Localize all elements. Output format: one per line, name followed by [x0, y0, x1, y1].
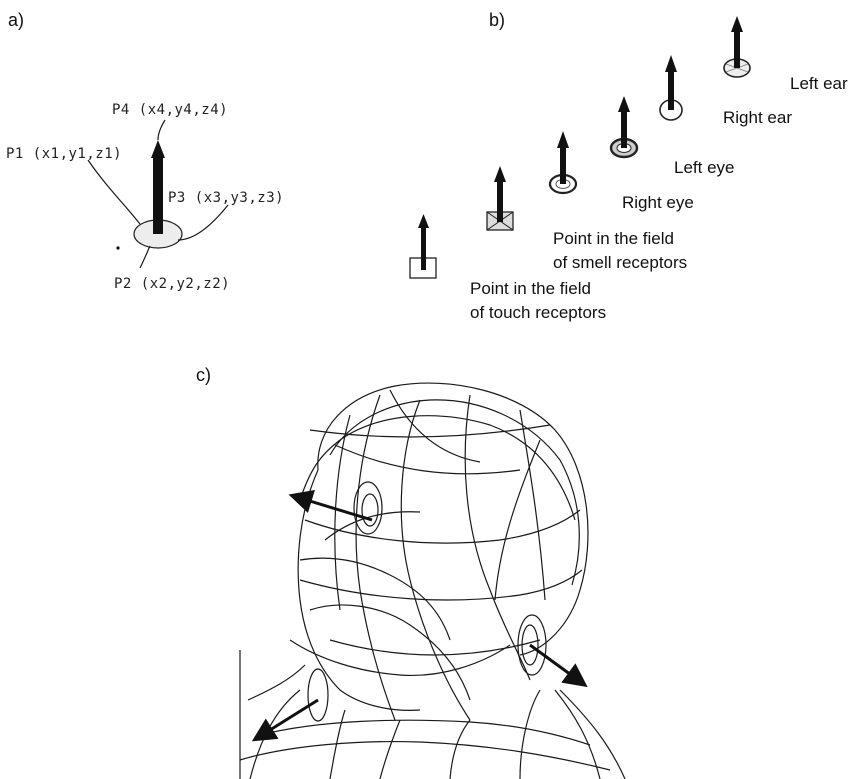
right-ear-label: Right ear [723, 108, 792, 127]
p4-leader-line [157, 119, 166, 141]
eye-vector-arrow [288, 490, 373, 522]
nose-outline [307, 668, 329, 722]
p1-leader-line [87, 159, 141, 225]
nose-vector-arrow [251, 698, 319, 742]
smell-label-line1: Point in the field [553, 229, 674, 248]
panel-a-vector-primitive [87, 119, 229, 269]
right-ear-receptor-icon [659, 55, 683, 121]
p2-leader-line [139, 245, 151, 269]
panel-b-receptor-primitives [409, 16, 751, 279]
p3-label: P3 (x3,y3,z3) [168, 190, 284, 206]
ear-vector-arrow [529, 643, 588, 688]
smell-receptor-icon [486, 166, 514, 231]
smell-label-line2: of smell receptors [553, 253, 687, 272]
right-eye-label: Right eye [622, 193, 694, 212]
panel-a-label: a) [8, 10, 24, 30]
panel-c-label: c) [196, 365, 211, 385]
touch-label-line1: Point in the field [470, 279, 591, 298]
left-eye-label: Left eye [674, 158, 735, 177]
touch-receptor-icon [409, 214, 437, 279]
skull-outline [317, 382, 589, 656]
touch-label-line2: of touch receptors [470, 303, 606, 322]
primitive-arrowhead [151, 140, 165, 158]
left-ear-receptor-icon [723, 16, 751, 78]
wireframe-head [239, 382, 626, 779]
p2-point-dot [116, 246, 120, 250]
left-eye-receptor-icon [609, 96, 639, 159]
p2-label: P2 (x2,y2,z2) [114, 276, 230, 292]
left-ear-label: Left ear [790, 74, 848, 93]
primitive-shaft [153, 156, 163, 234]
ear-outline [517, 614, 547, 676]
right-eye-receptor-icon [548, 131, 578, 195]
panel-b-label: b) [489, 10, 505, 30]
p3-leader-line [177, 204, 229, 241]
eye-socket [353, 481, 383, 535]
p1-label: P1 (x1,y1,z1) [6, 146, 122, 162]
p4-label: P4 (x4,y4,z4) [112, 102, 228, 118]
